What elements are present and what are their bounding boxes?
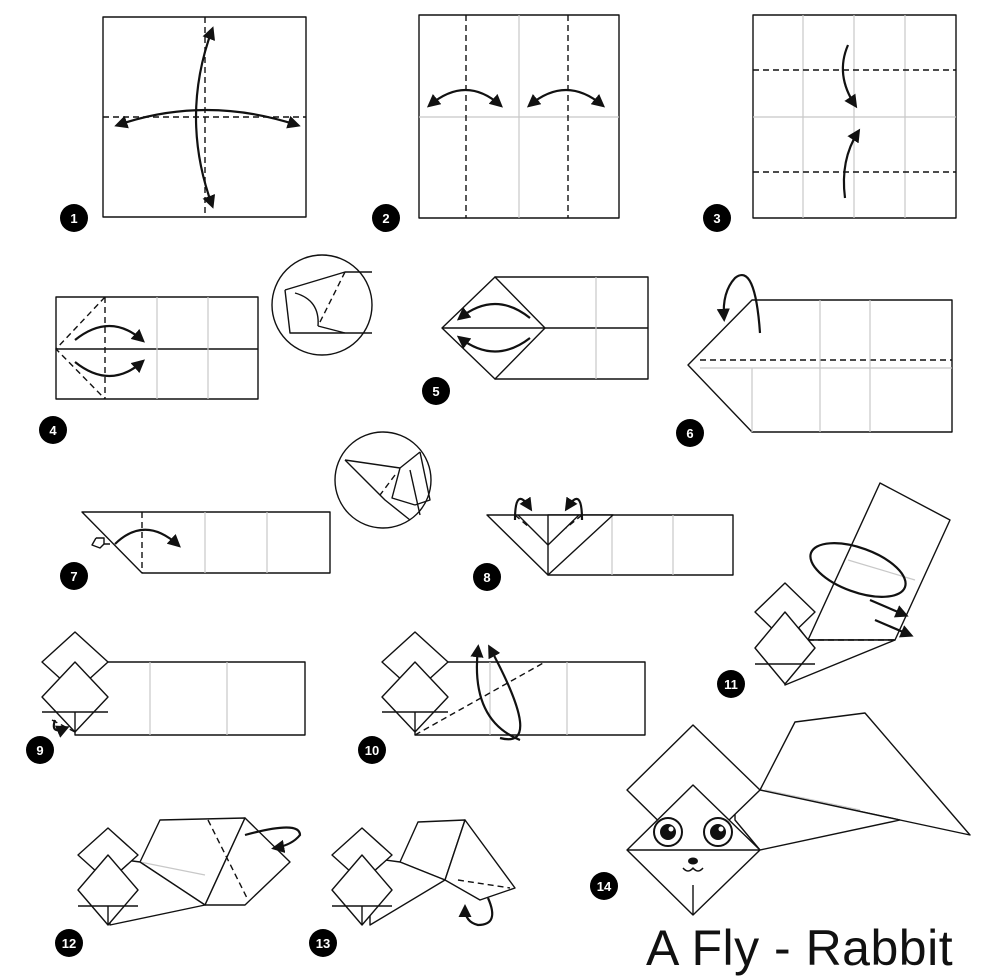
rabbit-nose-mouth bbox=[682, 857, 704, 872]
step-badge-4: 4 bbox=[39, 416, 67, 444]
step-badge-1: 1 bbox=[60, 204, 88, 232]
step-badge-10: 10 bbox=[358, 736, 386, 764]
step-14-diagram bbox=[626, 712, 971, 916]
step-6-diagram bbox=[687, 273, 953, 433]
svg-text:12: 12 bbox=[62, 936, 76, 951]
step-badge-8: 8 bbox=[473, 563, 501, 591]
step-9-diagram bbox=[41, 631, 306, 738]
svg-text:5: 5 bbox=[432, 384, 439, 399]
svg-text:9: 9 bbox=[36, 743, 43, 758]
step-badge-11: 11 bbox=[717, 670, 745, 698]
svg-text:7: 7 bbox=[70, 569, 77, 584]
svg-text:13: 13 bbox=[316, 936, 330, 951]
step-4-diagram bbox=[55, 296, 259, 400]
step-badge-5: 5 bbox=[422, 377, 450, 405]
svg-text:2: 2 bbox=[382, 211, 389, 226]
step-1-diagram bbox=[102, 16, 307, 218]
step-badge-9: 9 bbox=[26, 736, 54, 764]
step-4-detail-inset bbox=[271, 254, 373, 356]
svg-text:14: 14 bbox=[597, 879, 612, 894]
step-badge-12: 12 bbox=[55, 929, 83, 957]
step-badge-3: 3 bbox=[703, 204, 731, 232]
step-8-diagram bbox=[486, 496, 734, 576]
step-7-detail-inset bbox=[334, 431, 432, 529]
step-badge-14: 14 bbox=[590, 872, 618, 900]
svg-text:6: 6 bbox=[686, 426, 693, 441]
svg-text:4: 4 bbox=[49, 423, 57, 438]
svg-text:8: 8 bbox=[483, 570, 490, 585]
step-3-diagram bbox=[752, 14, 957, 219]
rabbit-left-eye bbox=[653, 817, 683, 847]
diagram-title: A Fly - Rabbit bbox=[646, 920, 954, 976]
step-10-diagram bbox=[381, 631, 646, 742]
step-13-diagram bbox=[331, 819, 516, 927]
svg-text:1: 1 bbox=[70, 211, 77, 226]
svg-text:3: 3 bbox=[713, 211, 720, 226]
rabbit-right-eye bbox=[703, 817, 733, 847]
step-badge-2: 2 bbox=[372, 204, 400, 232]
step-badge-7: 7 bbox=[60, 562, 88, 590]
step-2-diagram bbox=[418, 14, 620, 219]
step-11-diagram bbox=[754, 482, 951, 686]
step-badge-13: 13 bbox=[309, 929, 337, 957]
step-7-diagram bbox=[81, 511, 331, 574]
step-badge-6: 6 bbox=[676, 419, 704, 447]
step-12-diagram bbox=[77, 817, 302, 926]
step-5-diagram bbox=[441, 276, 649, 380]
svg-text:11: 11 bbox=[724, 677, 738, 692]
svg-text:10: 10 bbox=[365, 743, 379, 758]
